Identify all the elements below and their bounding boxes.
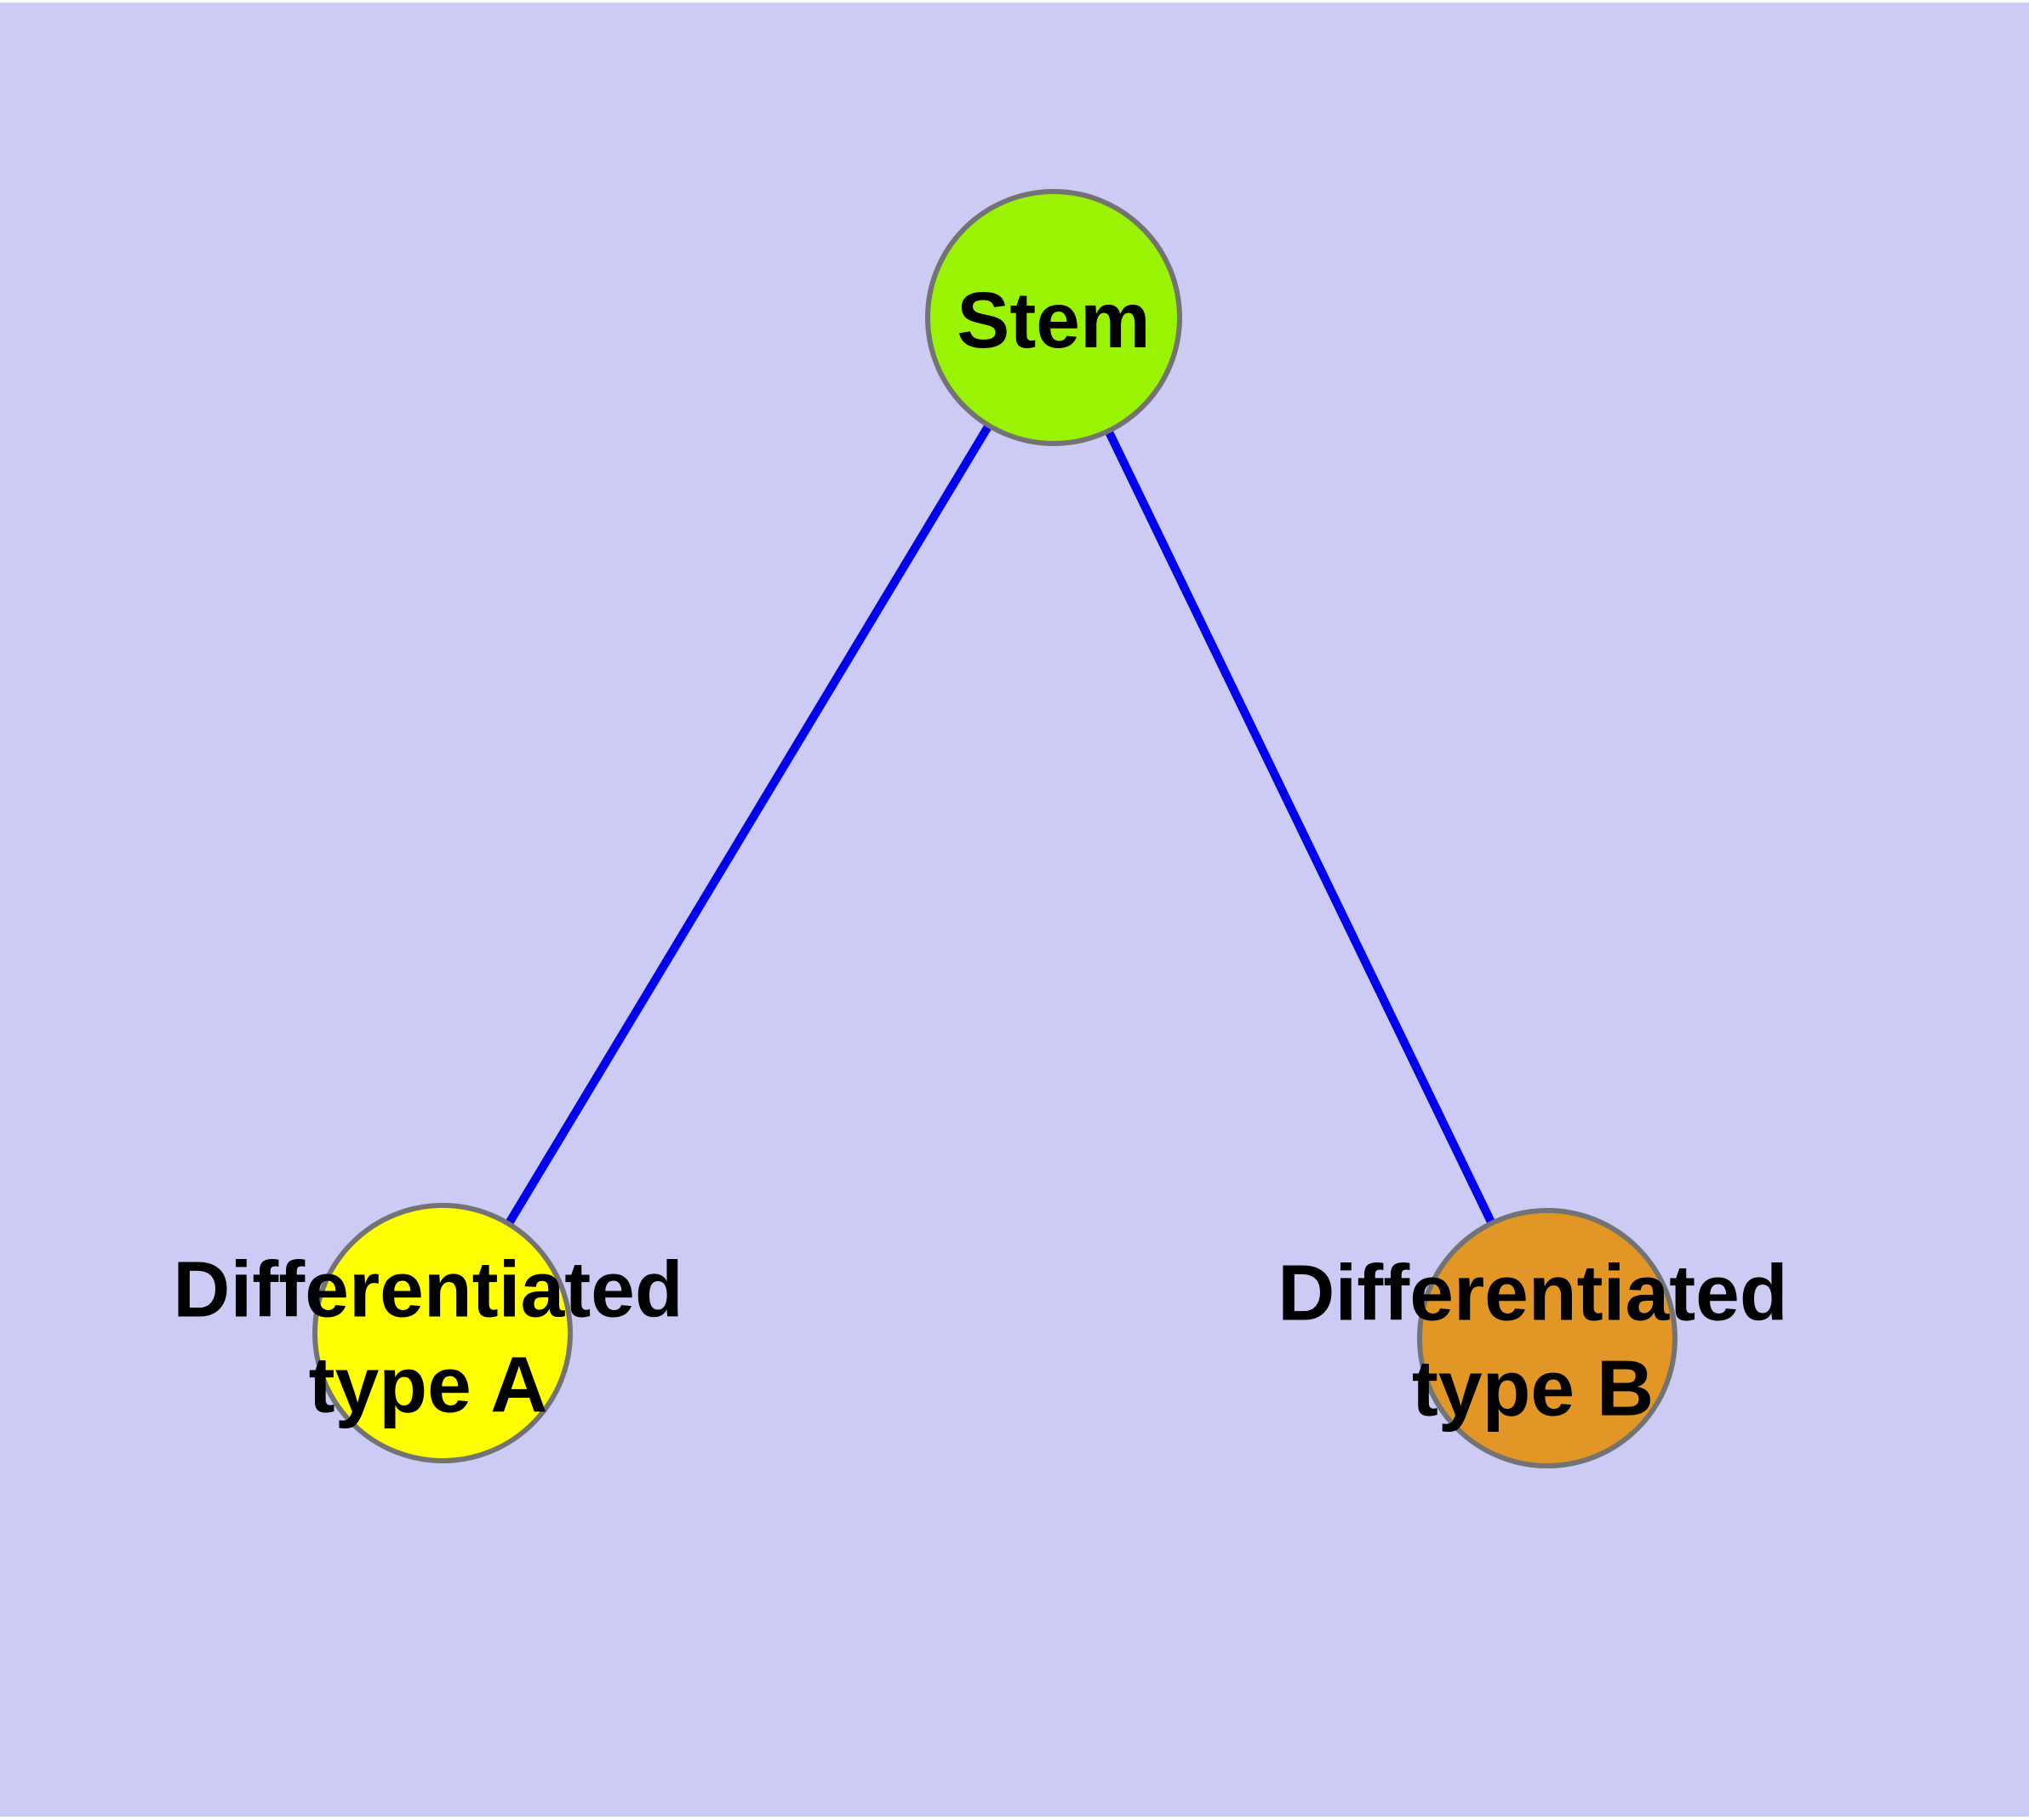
edge-stem-to-typeB [1049, 315, 1552, 1341]
canvas-bottom-margin [0, 1817, 2029, 1820]
canvas-top-margin [0, 0, 2029, 3]
node-differentiated-type-b[interactable] [1417, 1208, 1677, 1468]
node-differentiated-type-a[interactable] [312, 1203, 573, 1463]
node-stem[interactable] [925, 189, 1182, 446]
edge-stem-to-typeA [439, 315, 1058, 1335]
